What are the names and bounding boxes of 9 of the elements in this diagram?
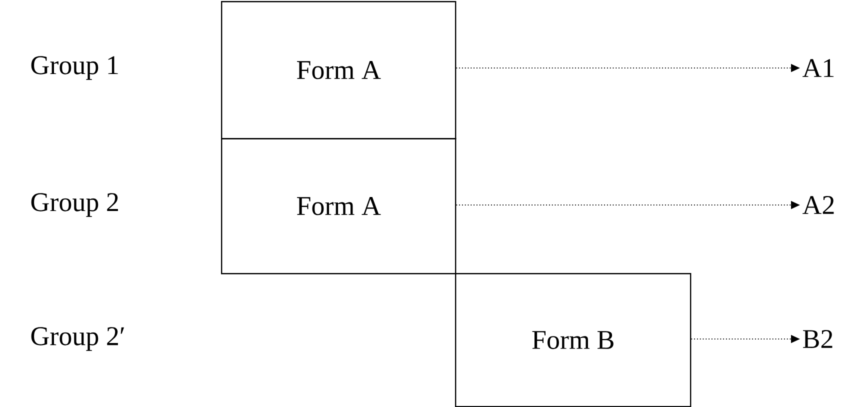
result-label: A1	[802, 59, 834, 77]
group-label: Group 2′	[31, 327, 124, 351]
group-label: Group 2	[31, 193, 118, 217]
form-box: Form B	[455, 273, 692, 407]
form-box: Form A	[221, 138, 456, 274]
group-label: Group 1	[31, 56, 118, 80]
result-label: A2	[802, 196, 834, 214]
form-box: Form A	[221, 1, 456, 140]
result-label: B2	[803, 330, 832, 348]
